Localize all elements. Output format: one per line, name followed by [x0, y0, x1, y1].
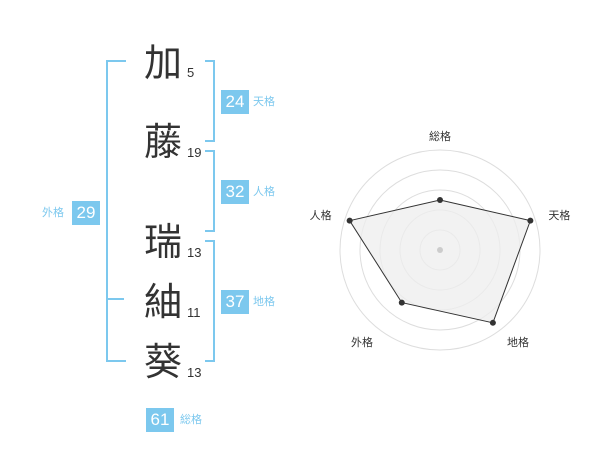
- tenkaku-value: 24: [221, 90, 249, 114]
- radar-axis-label: 天格: [548, 208, 570, 222]
- radar-point: [346, 217, 353, 224]
- radar-point: [437, 197, 443, 203]
- jinkaku-bracket: [205, 150, 215, 232]
- soukaku-value: 61: [146, 408, 174, 432]
- tenkaku-bracket: [205, 60, 215, 142]
- name-char-5: 葵: [143, 340, 182, 384]
- radar-point: [398, 299, 405, 306]
- radar-area: [348, 199, 532, 324]
- radar-axis-label: 人格: [310, 208, 332, 222]
- stroke-count-2: 19: [187, 145, 202, 160]
- name-char-1: 加: [143, 41, 182, 85]
- tenkaku-label: 天格: [253, 95, 275, 108]
- soukaku-label: 総格: [180, 413, 202, 426]
- radar-center-dot: [437, 247, 443, 253]
- radar-point: [489, 319, 496, 326]
- radar-point: [527, 217, 534, 224]
- radar-ring: [339, 149, 541, 351]
- name-char-3: 瑞: [143, 220, 182, 264]
- chikaku-label: 地格: [253, 295, 275, 308]
- radar-axis-label: 外格: [351, 335, 373, 349]
- stroke-count-4: 11: [187, 305, 201, 320]
- radar-axis-label: 総格: [429, 129, 451, 143]
- gaikaku-mid-tick: [106, 298, 124, 300]
- gaikaku-label: 外格: [42, 206, 64, 219]
- gaikaku-value: 29: [72, 201, 100, 225]
- gaikaku-bracket: [106, 60, 126, 362]
- name-char-4: 紬: [143, 280, 182, 324]
- jinkaku-label: 人格: [253, 185, 275, 198]
- stroke-count-1: 5: [187, 65, 195, 80]
- chikaku-value: 37: [221, 290, 249, 314]
- radar-axis-label: 地格: [507, 335, 529, 349]
- name-char-2: 藤: [143, 120, 182, 164]
- stroke-count-3: 13: [187, 245, 202, 260]
- chikaku-bracket: [205, 240, 215, 362]
- stroke-count-5: 13: [187, 365, 202, 380]
- jinkaku-value: 32: [221, 180, 249, 204]
